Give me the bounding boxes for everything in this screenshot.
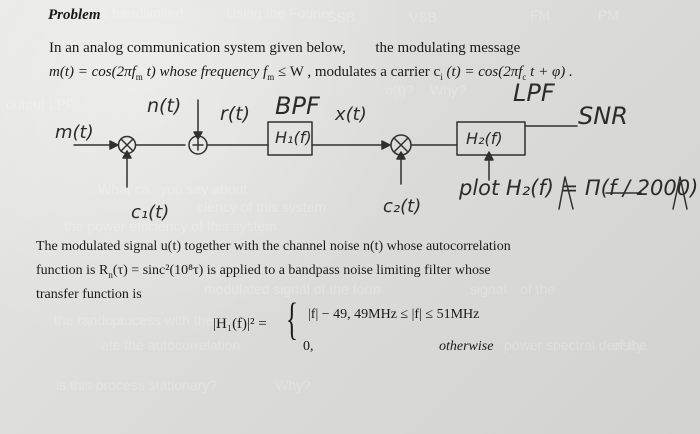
- carrier-definition-part-1: ≤ W , modulates a carrier c: [278, 64, 441, 80]
- problem-heading: Problem: [48, 7, 101, 23]
- second-carrier-label: c₂(t): [383, 196, 422, 217]
- second-mixer-cross-a: [393, 137, 409, 153]
- watermark-text-k: n(t)?: [385, 82, 414, 98]
- message-subscript-m: m: [135, 72, 143, 82]
- watermark-text-r: ate the autocorrelation: [101, 337, 241, 353]
- to-second-mixer-arrow: [381, 140, 391, 150]
- first-carrier-label: c₁(t): [131, 202, 170, 223]
- problem-line-1-suffix: the modulating message: [375, 40, 521, 56]
- watermark-text-i: output LPF: [6, 96, 75, 112]
- lpf-label: LPF: [513, 79, 555, 107]
- message-definition-part-1: m(t) = cos(2πf: [49, 64, 136, 80]
- carrier-subscript-i: i: [440, 72, 443, 82]
- first-mixer-cross-b: [120, 138, 134, 152]
- filter-expression: |H₁(f)|² =: [213, 316, 267, 332]
- watermark-text-v: Why?: [275, 377, 311, 393]
- first-mixer-circle: [117, 135, 137, 155]
- input-arrow: [109, 140, 119, 150]
- watermark-text-y: signal: [470, 281, 507, 297]
- input-message-label: m(t): [55, 122, 94, 143]
- watermark-text-s: process with the: [112, 312, 214, 328]
- second-carrier-arrow: [396, 151, 406, 160]
- filter-case-1: |f| − 49, 49MHz ≤ |f| ≤ 51MHz: [308, 307, 480, 322]
- frequency-subscript-m: m: [267, 72, 275, 82]
- problem-line-1-prefix: In an analog communication system given …: [49, 40, 346, 56]
- first-carrier-arrow: [122, 150, 132, 159]
- watermark-text-c: SSB: [327, 9, 356, 25]
- filter-case-otherwise: otherwise: [439, 339, 494, 354]
- problem-line-1: In an analog communication system given …: [49, 40, 520, 57]
- received-signal-label: r(t): [220, 103, 251, 125]
- autocorrelation-prefix: function is R: [36, 263, 109, 278]
- watermark-text-z: of the: [520, 281, 556, 297]
- second-mixer-circle: [390, 134, 412, 156]
- watermark-text-o: the power efficiency of this system: [64, 218, 277, 234]
- carrier-subscript-c: c: [522, 72, 527, 82]
- intermediate-signal-label: x(t): [335, 104, 367, 125]
- lpf-equation: plot H₂(f) = Π(f / 2000): [459, 176, 699, 200]
- watermark-text-a: C bandlimited: [98, 5, 184, 21]
- adder-circle: [188, 135, 208, 155]
- watermark-text-x: of the: [612, 337, 648, 353]
- piecewise-brace: {: [286, 294, 298, 344]
- second-mixer-cross-b: [393, 137, 409, 153]
- noise-input-arrow: [193, 131, 203, 140]
- lpf-marker-arrow: [484, 151, 494, 161]
- h2-block-label: H₂(f): [466, 129, 503, 148]
- watermark-text-d: VSB: [409, 9, 438, 25]
- watermark-text-w: power spectral density: [504, 337, 644, 353]
- body-line-2: function is Rn(τ) = sinc²(10⁸τ) is appli…: [36, 263, 491, 280]
- autocorrelation-suffix: (τ) = sinc²(10⁸τ) is applied to a bandpa…: [112, 263, 491, 278]
- body-line-1: The modulated signal u(t) together with …: [36, 239, 511, 254]
- body-line-3: transfer function is: [36, 287, 142, 302]
- problem-line-2: m(t) = cos(2πfm t) whose frequency fm ≤ …: [49, 64, 573, 82]
- watermark-text-j: Why?: [430, 82, 466, 98]
- bpf-label: BPF: [275, 92, 320, 120]
- message-definition-part-2: t) whose frequency f: [146, 64, 268, 80]
- watermark-text-b: Using the Fourier: [226, 5, 334, 21]
- noise-label: n(t): [147, 95, 182, 117]
- h1-block-label: H₁(f): [275, 128, 312, 147]
- carrier-definition-part-2: (t) = cos(2πf: [446, 64, 523, 80]
- watermark-text-m: you say about: [160, 181, 248, 197]
- filter-case-2: 0,: [303, 339, 314, 354]
- watermark-text-u: is this process stationary?: [56, 377, 218, 393]
- watermark-text-l: What ca: [98, 181, 150, 197]
- first-mixer-cross-a: [120, 138, 134, 152]
- snr-label: SNR: [578, 102, 628, 130]
- watermark-text-e: FM: [530, 7, 551, 23]
- watermark-text-n: ciency of this system: [197, 199, 327, 215]
- watermark-text-q: the random: [54, 312, 125, 328]
- autocorrelation-subscript-n: n: [108, 269, 113, 280]
- carrier-definition-part-3: t + φ) .: [530, 64, 573, 80]
- watermark-text-f: PM: [598, 7, 619, 23]
